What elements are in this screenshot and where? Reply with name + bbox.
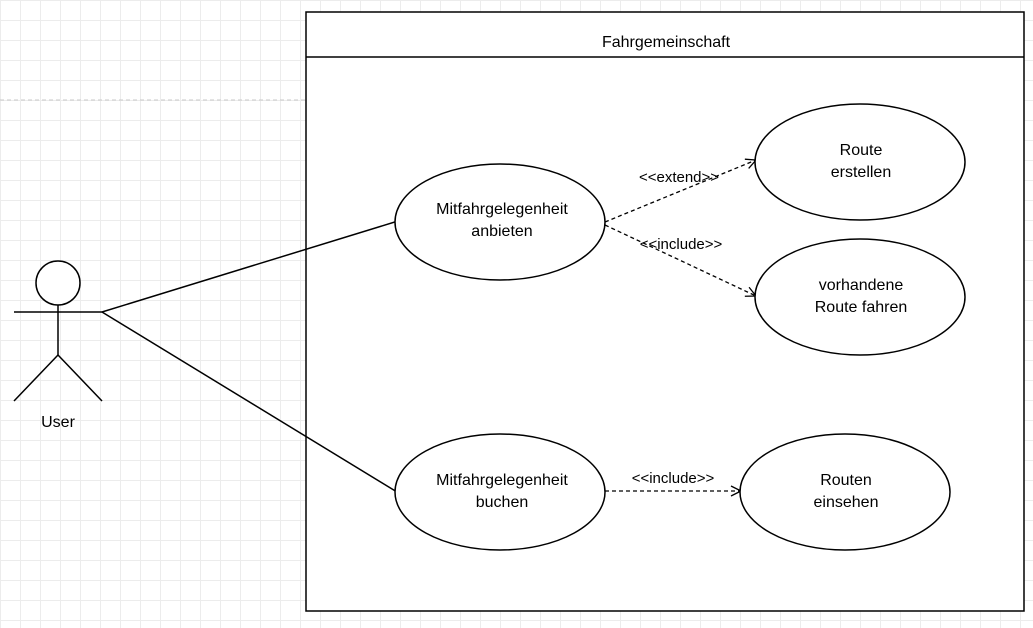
use-case-offer-ride-line2: anbieten: [471, 223, 532, 240]
use-case-offer-ride[interactable]: Mitfahrgelegenheit anbieten: [394, 163, 606, 281]
actor-user[interactable]: [13, 260, 103, 402]
use-case-view-routes[interactable]: Routen einsehen: [739, 433, 951, 551]
actor-head: [35, 260, 81, 306]
include-label-1: <<include>>: [640, 236, 723, 253]
actor-right-leg: [57, 354, 103, 402]
extend-label: <<extend>>: [639, 169, 719, 186]
include-label-2: <<include>>: [632, 470, 715, 487]
association-user-offer[interactable]: [101, 220, 399, 313]
use-case-create-route-line2: erstellen: [831, 164, 891, 181]
association-user-book[interactable]: [101, 311, 398, 493]
use-case-offer-ride-line1: Mitfahrgelegenheit: [436, 201, 568, 218]
use-case-drive-existing-route[interactable]: vorhandene Route fahren: [754, 238, 966, 356]
use-case-create-route-line1: Route: [840, 142, 883, 159]
use-case-book-ride-line2: buchen: [476, 494, 529, 511]
use-case-view-routes-line1: Routen: [820, 472, 872, 489]
use-case-drive-existing-route-line2: Route fahren: [815, 299, 908, 316]
system-title: Fahrgemeinschaft: [602, 34, 731, 51]
use-case-create-route[interactable]: Route erstellen: [754, 103, 966, 221]
use-case-book-ride-line1: Mitfahrgelegenheit: [436, 472, 568, 489]
actor-left-leg: [13, 354, 59, 402]
actor-label: User: [41, 414, 75, 431]
use-case-view-routes-line2: einsehen: [814, 494, 879, 511]
use-case-drive-existing-route-line1: vorhandene: [819, 277, 904, 294]
extend-arrow[interactable]: [604, 160, 756, 223]
use-case-book-ride[interactable]: Mitfahrgelegenheit buchen: [394, 433, 606, 551]
